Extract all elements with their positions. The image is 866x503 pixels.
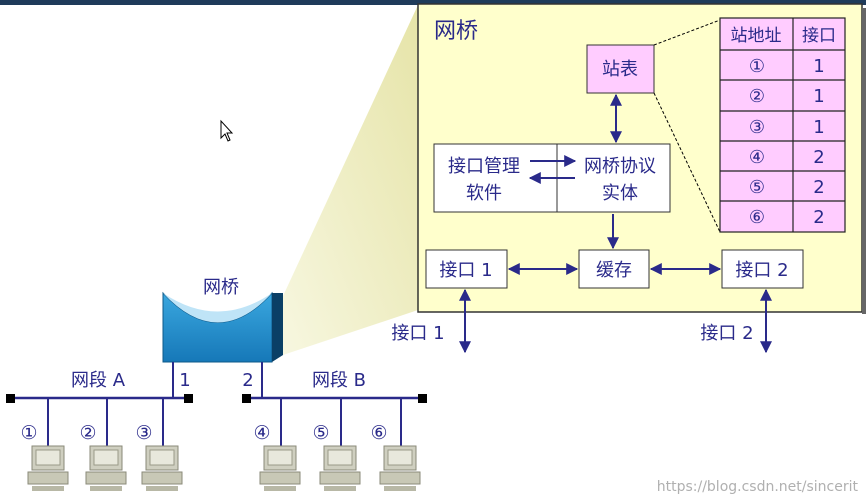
table-cell-station: ① bbox=[749, 56, 765, 77]
computer-icon[interactable] bbox=[85, 445, 127, 491]
buffer-label: 缓存 bbox=[596, 260, 632, 281]
table-cell-port: 1 bbox=[813, 56, 824, 77]
bridge-port2-number: 2 bbox=[242, 370, 253, 391]
segment-a-label: 网段 A bbox=[71, 370, 126, 391]
table-cell-station: ④ bbox=[749, 147, 765, 168]
bridge-panel-title: 网桥 bbox=[434, 19, 478, 44]
table-cell-port: 2 bbox=[813, 207, 824, 228]
port2-box[interactable] bbox=[721, 249, 804, 289]
station-table-box[interactable] bbox=[586, 44, 655, 94]
table-cell-station: ② bbox=[749, 86, 765, 107]
table-background bbox=[719, 17, 846, 233]
bridge-panel-shadow bbox=[862, 8, 866, 314]
segment-b-terminator-right bbox=[418, 394, 427, 403]
bridge-device-side bbox=[272, 293, 283, 362]
watermark: https://blog.csdn.net/sincerit bbox=[657, 479, 859, 495]
station-address-table: 站地址 接口 ① 1 ② 1 ③ 1 ④ 2 ⑤ 2 ⑥ 2 bbox=[719, 17, 846, 233]
segment-a-terminator-left bbox=[6, 394, 15, 403]
station-label: ③ bbox=[135, 422, 152, 444]
table-cell-port: 2 bbox=[813, 147, 824, 168]
table-cell-station: ③ bbox=[749, 117, 765, 138]
table-cell-station: ⑤ bbox=[749, 177, 765, 198]
port-management-label-2: 软件 bbox=[466, 183, 502, 204]
protocol-entity-label-2: 实体 bbox=[602, 183, 638, 204]
dashed-connector-top bbox=[653, 19, 721, 46]
computer-icon[interactable] bbox=[379, 445, 421, 491]
station-label: ⑥ bbox=[370, 422, 387, 444]
station-label: ① bbox=[20, 422, 37, 444]
station-label: ② bbox=[79, 422, 96, 444]
bridge-device-top bbox=[163, 293, 272, 323]
header-strip bbox=[0, 0, 866, 5]
buffer-box[interactable] bbox=[578, 249, 650, 289]
computer-icon[interactable] bbox=[259, 445, 301, 491]
computer-icon[interactable] bbox=[27, 445, 69, 491]
bridge-port1-number: 1 bbox=[179, 370, 190, 391]
computer-icon[interactable] bbox=[319, 445, 361, 491]
zoom-beam bbox=[283, 5, 418, 355]
table-cell-station: ⑥ bbox=[749, 207, 765, 228]
port2-external-label: 接口 2 bbox=[700, 323, 753, 344]
segment-b-terminator-left bbox=[242, 394, 251, 403]
port1-box-label: 接口 1 bbox=[439, 260, 492, 281]
segment-b-label: 网段 B bbox=[312, 370, 366, 391]
computer-icon[interactable] bbox=[141, 445, 183, 491]
table-header-station-address: 站地址 bbox=[731, 26, 782, 46]
station-label: ④ bbox=[253, 422, 270, 444]
table-cell-port: 2 bbox=[813, 177, 824, 198]
port1-external-label: 接口 1 bbox=[391, 323, 444, 344]
station-table-label: 站表 bbox=[602, 59, 638, 80]
table-header-port: 接口 bbox=[802, 26, 836, 46]
protocol-entity-label-1: 网桥协议 bbox=[584, 156, 656, 177]
mouse-cursor-icon bbox=[220, 119, 234, 142]
station-label: ⑤ bbox=[312, 422, 329, 444]
table-cell-port: 1 bbox=[813, 86, 824, 107]
port2-box-label: 接口 2 bbox=[735, 260, 788, 281]
table-cell-port: 1 bbox=[813, 117, 824, 138]
bridge-device-icon[interactable] bbox=[162, 291, 283, 363]
port-management-label-1: 接口管理 bbox=[448, 156, 520, 177]
segment-a-terminator-right bbox=[184, 394, 193, 403]
bridge-device-label: 网桥 bbox=[203, 277, 239, 298]
dashed-connector-bottom bbox=[653, 92, 721, 233]
port1-box[interactable] bbox=[425, 249, 508, 289]
